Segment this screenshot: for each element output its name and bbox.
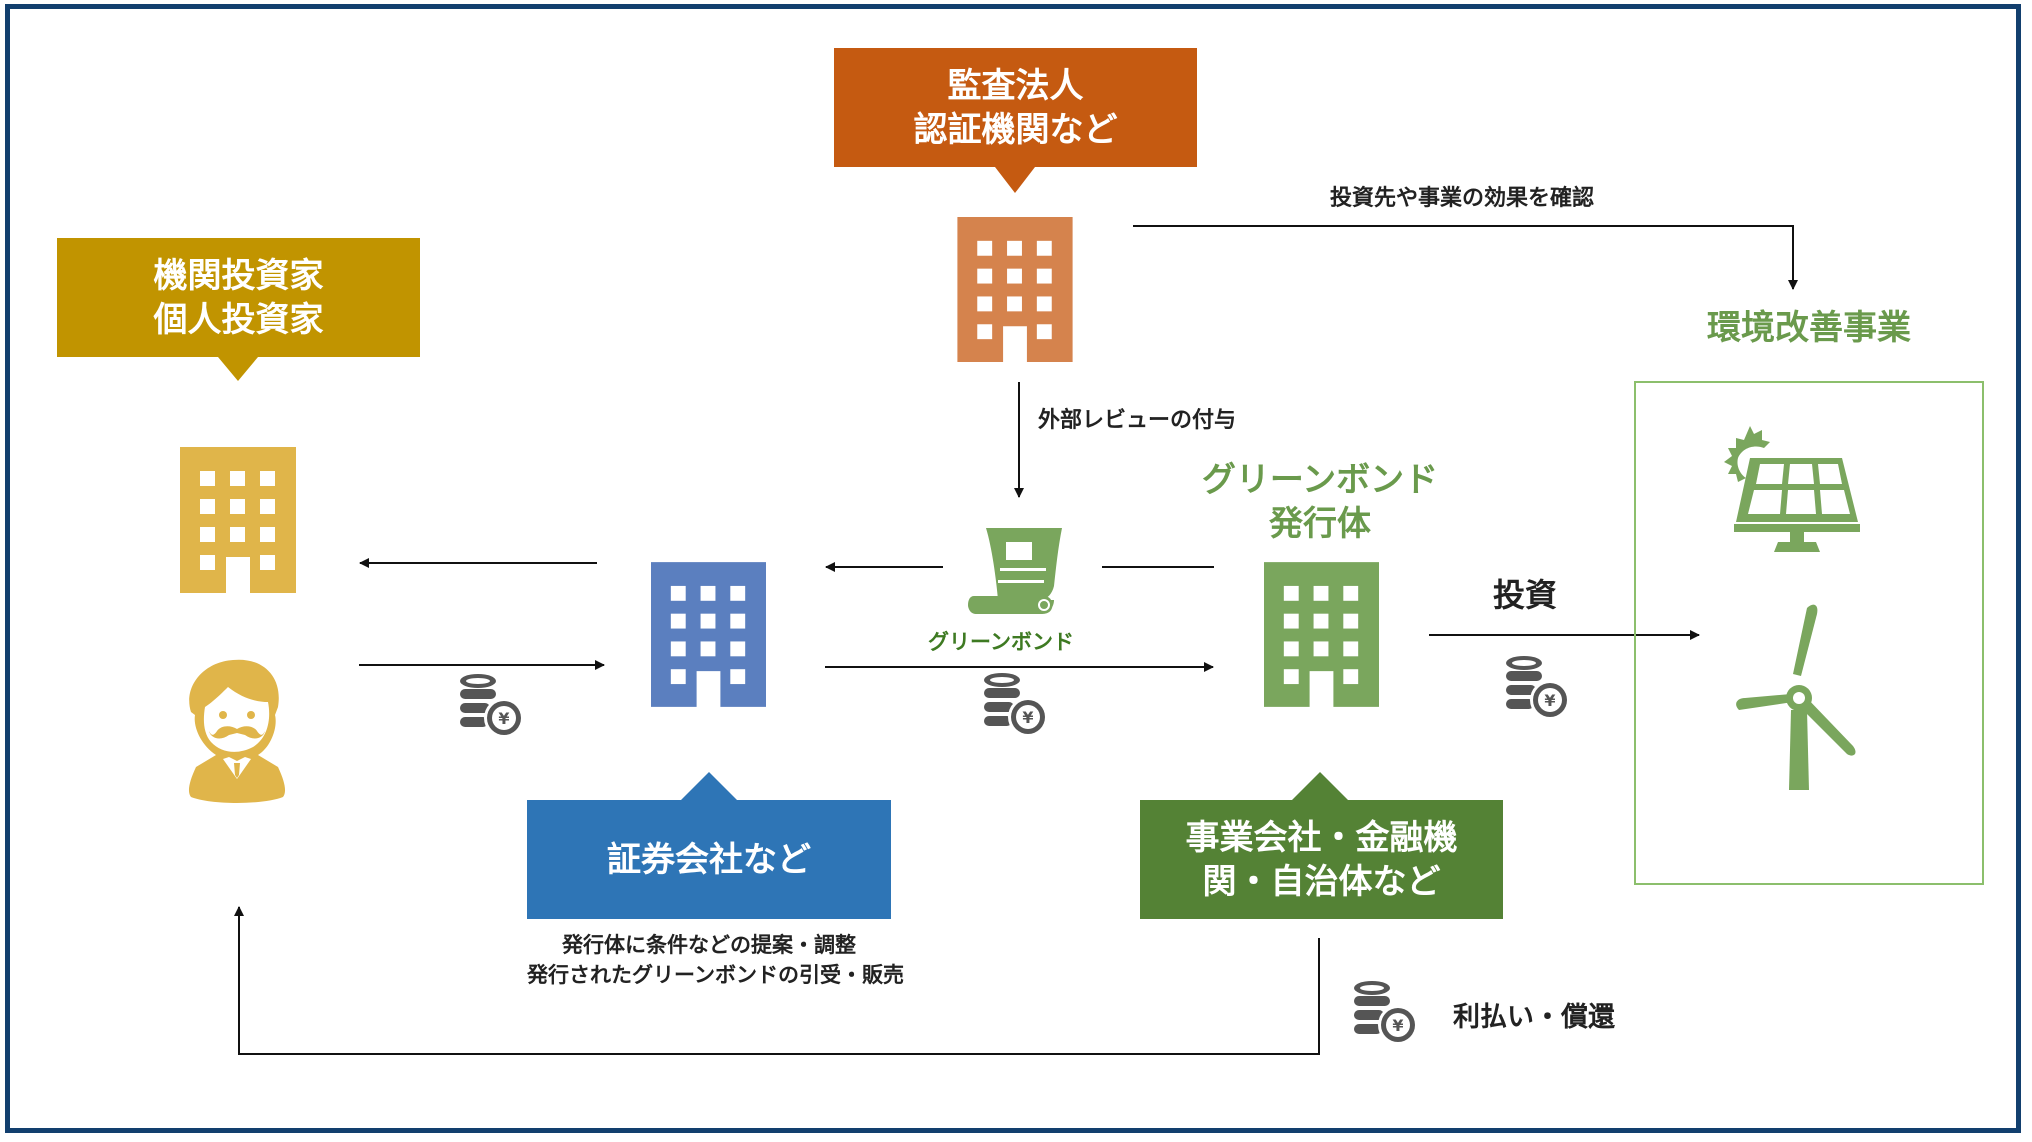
investor-building-icon xyxy=(180,447,296,593)
wind-turbine-icon xyxy=(1736,604,1856,790)
auditor-building-icon xyxy=(957,217,1073,362)
coin-yen-symbol: ¥ xyxy=(498,709,509,728)
issuer-title-line2: 発行体 xyxy=(1269,504,1371,544)
securities-label: 証券会社など xyxy=(527,800,891,919)
issuer-title-line1: グリーンボンド xyxy=(1201,460,1439,500)
securities-label-pointer xyxy=(681,772,737,800)
coin-yen-icon: ¥ xyxy=(1506,656,1570,720)
repay-label: 利払い・償還 xyxy=(1453,1002,1615,1033)
solar-panel-icon xyxy=(1724,426,1860,552)
securities-description-line1: 発行体に条件などの提案・調整 xyxy=(562,933,856,957)
securities-building-icon xyxy=(651,562,766,707)
auditor-label-pointer xyxy=(995,167,1035,193)
issuer-label: 事業会社・金融機 関・自治体など xyxy=(1140,800,1503,919)
repayment-arrow xyxy=(234,906,1320,1055)
auditor-label-line2: 認証機関など xyxy=(913,109,1118,150)
diagram-frame xyxy=(5,4,2021,1133)
issuer-label-line1: 事業会社・金融機 xyxy=(1185,817,1458,858)
securities-description: 発行体に条件などの提案・調整 発行されたグリーンボンドの引受・販売 xyxy=(527,930,904,990)
coin-yen-symbol: ¥ xyxy=(1544,691,1555,710)
coin-yen-icon: ¥ xyxy=(460,674,524,738)
review-label: 外部レビューの付与 xyxy=(1038,408,1237,433)
issuer-label-pointer xyxy=(1292,772,1348,800)
issuer-title: グリーンボンド 発行体 xyxy=(1160,458,1480,546)
investor-label: 機関投資家 個人投資家 xyxy=(57,238,420,357)
coin-yen-icon: ¥ xyxy=(1354,981,1418,1045)
project-title: 環境改善事業 xyxy=(1707,308,1911,348)
investor-label-pointer xyxy=(218,357,258,381)
securities-label-text: 証券会社など xyxy=(607,839,811,880)
securities-description-line2: 発行されたグリーンボンドの引受・販売 xyxy=(527,963,904,987)
coin-yen-symbol: ¥ xyxy=(1392,1016,1403,1035)
investor-label-line1: 機関投資家 xyxy=(153,255,324,296)
auditor-label-line1: 監査法人 xyxy=(947,65,1084,106)
verify-label: 投資先や事業の効果を確認 xyxy=(1330,186,1595,211)
auditor-label: 監査法人 認証機関など xyxy=(834,48,1197,167)
green-bond-label: グリーンボンド xyxy=(928,630,1074,654)
investor-label-line2: 個人投資家 xyxy=(153,299,324,340)
issuer-building-icon xyxy=(1264,562,1379,707)
project-box xyxy=(1634,381,1984,885)
issuer-label-line2: 関・自治体など xyxy=(1202,861,1441,902)
invest-label: 投資 xyxy=(1493,576,1558,614)
bond-scroll-icon xyxy=(968,528,1062,614)
verify-arrow xyxy=(1133,225,1798,290)
coin-yen-icon: ¥ xyxy=(984,673,1048,737)
coin-yen-symbol: ¥ xyxy=(1022,708,1033,727)
investor-person-icon xyxy=(188,659,286,803)
